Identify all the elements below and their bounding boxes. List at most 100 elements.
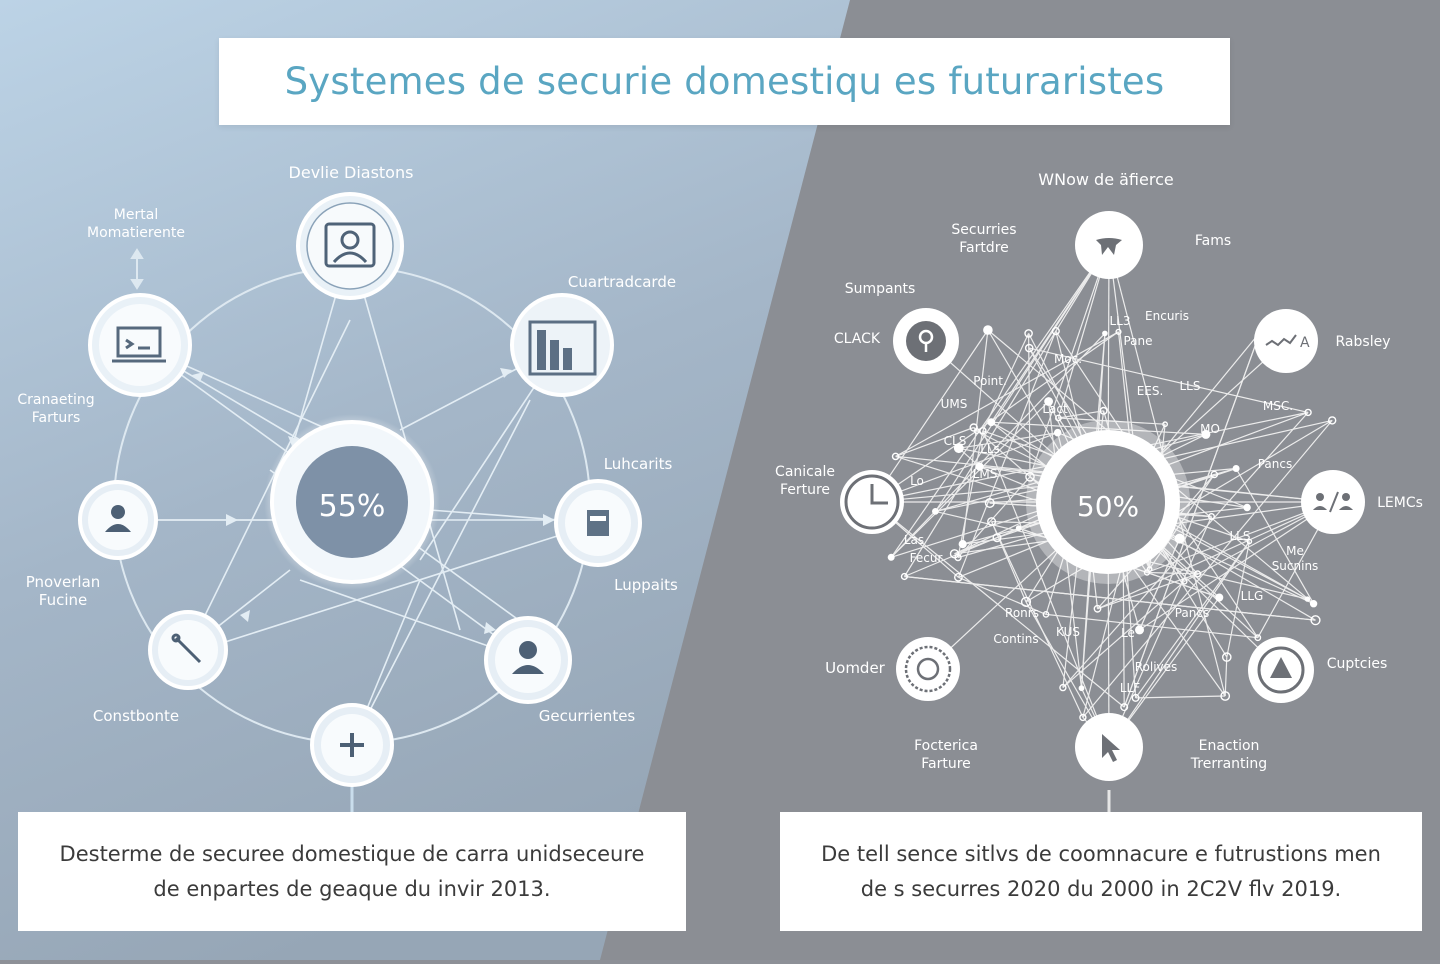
network-dot <box>1120 703 1129 712</box>
label-lemcs: LEMCs <box>1377 495 1423 511</box>
left-node-laptop[interactable] <box>88 293 192 397</box>
network-dot <box>1207 513 1215 521</box>
network-dot <box>932 507 939 515</box>
wrench-icon <box>171 633 202 664</box>
label-clack: CLACK <box>834 331 881 347</box>
network-dot <box>1020 596 1032 608</box>
right-node-pin[interactable] <box>893 308 959 374</box>
network-dot <box>954 572 963 582</box>
label-luppaits: Luppaits <box>614 576 678 594</box>
left-node-tool[interactable] <box>148 610 228 690</box>
globe-icon <box>904 645 952 693</box>
right-center-value: 50% <box>1077 490 1139 523</box>
network-label: Point. <box>973 374 1007 388</box>
network-label: MSC. <box>1263 399 1293 413</box>
right-top-label: WNow de äfierce <box>1038 170 1173 189</box>
svg-text:A: A <box>1300 335 1310 351</box>
label-rabsley: Rabsley <box>1336 334 1391 350</box>
left-node-person-top[interactable] <box>296 192 404 300</box>
network-dot <box>958 539 967 549</box>
user-icon <box>512 641 544 674</box>
network-dot <box>1078 685 1085 692</box>
bar-chart-icon <box>528 320 597 376</box>
label-constbonte: Constbonte <box>93 707 179 725</box>
network-label: LLF <box>1120 681 1140 695</box>
network-label: Encuris <box>1145 309 1189 323</box>
wave-graph-icon: A <box>1265 334 1310 351</box>
left-center-value: 55% <box>319 489 386 524</box>
network-dot <box>1024 343 1034 353</box>
left-center-disc <box>296 446 408 558</box>
left-node-user-br[interactable] <box>484 616 572 704</box>
right-network-dots <box>887 325 1337 722</box>
network-dot <box>1134 625 1144 635</box>
network-dot <box>1246 538 1253 545</box>
people-icon <box>1313 491 1353 513</box>
network-dot <box>983 325 993 335</box>
network-dot <box>1042 611 1050 618</box>
network-dot <box>1055 414 1062 422</box>
network-dot <box>1102 330 1108 337</box>
network-label: Contins <box>993 632 1038 646</box>
network-dot <box>1193 570 1202 578</box>
left-node-door[interactable] <box>554 479 642 567</box>
network-dot <box>992 533 1002 543</box>
network-label: KUS <box>1056 625 1080 639</box>
user-icon <box>105 505 131 532</box>
right-node-bird[interactable] <box>1075 211 1143 279</box>
right-node-triangle[interactable] <box>1248 637 1314 703</box>
label-cuartradcarde: Cuartradcarde <box>568 273 676 291</box>
right-node-clock[interactable] <box>840 470 904 534</box>
triangle-icon <box>1270 657 1292 678</box>
label-fams: Fams <box>1195 233 1231 249</box>
left-node-plus[interactable] <box>310 703 394 787</box>
left-node-chart[interactable] <box>510 293 614 397</box>
laptop-icon <box>112 326 166 363</box>
right-caption-box: De tell sence sitlvs de coomnacure e fut… <box>780 812 1422 931</box>
label-sumpants: Sumpants <box>845 281 916 297</box>
left-node-user-left[interactable] <box>78 480 158 560</box>
right-node-globe[interactable] <box>896 637 960 701</box>
right-node-people[interactable] <box>1301 470 1365 534</box>
network-dot <box>1327 416 1337 425</box>
network-dot <box>1099 406 1108 415</box>
right-node-wave[interactable]: A <box>1254 309 1318 373</box>
left-caption-text: Desterme de securee domestique de carra … <box>59 841 645 901</box>
clock-icon <box>844 474 900 530</box>
network-dot <box>1174 533 1185 544</box>
network-dot <box>1215 593 1224 602</box>
network-dot <box>1015 525 1022 531</box>
network-dot <box>1115 328 1122 335</box>
network-label: CLS <box>944 434 967 448</box>
right-diagram: 50% A <box>775 170 1423 781</box>
network-label: Ronrs <box>1005 606 1039 620</box>
network-dot <box>953 443 964 454</box>
label-cuptcies: Cuptcies <box>1327 656 1388 672</box>
network-dot <box>1232 465 1240 473</box>
network-label: LLS <box>1180 379 1201 393</box>
network-dot <box>1053 428 1062 437</box>
network-label: LLS <box>1230 529 1251 543</box>
left-diagram: 55% <box>17 163 678 787</box>
network-label: LL3 <box>1109 314 1130 328</box>
right-center-disc <box>1051 445 1165 559</box>
network-dot <box>1222 652 1232 662</box>
network-label: Fecur <box>910 551 943 565</box>
network-dot <box>984 498 995 509</box>
right-node-cursor[interactable] <box>1075 713 1143 781</box>
right-caption-text: De tell sence sitlvs de coomnacure e fut… <box>821 841 1381 901</box>
network-dot <box>1220 691 1231 701</box>
network-dot <box>1146 566 1153 572</box>
network-label: Pane <box>1123 334 1152 348</box>
network-label: UMS <box>941 397 968 411</box>
network-label: Moc. <box>1054 352 1082 366</box>
network-label: LMS <box>973 467 998 481</box>
network-dot <box>1309 600 1318 608</box>
network-label: MO <box>1200 422 1220 436</box>
network-dot <box>954 553 962 562</box>
